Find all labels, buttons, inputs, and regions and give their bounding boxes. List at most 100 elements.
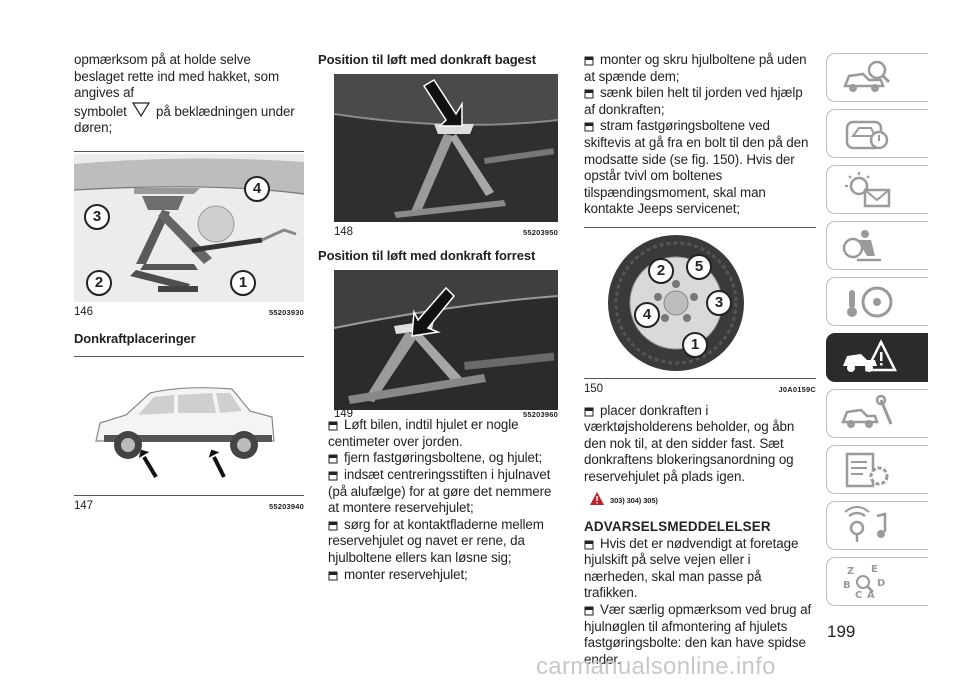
dashboard-warning-icon — [845, 120, 889, 150]
intro-text-2: symbolet på beklædningen under døren; — [74, 102, 295, 136]
tab-lights[interactable] — [826, 165, 928, 214]
figure-code: 55203940 — [269, 501, 304, 511]
figure-code: 55203960 — [523, 409, 558, 419]
intro-text: opmærksom på at holde selve beslaget ret… — [74, 52, 280, 101]
list-item: sørg for at kontaktfladerne mellem reser… — [328, 516, 544, 565]
callout-1: 1 — [230, 269, 256, 296]
watermark: carmanualsonline.info — [536, 653, 776, 680]
figure-rule — [584, 226, 816, 228]
list-item: stram fastgøringsboltene ved skiftevis a… — [584, 118, 809, 217]
bullet-icon — [584, 606, 594, 616]
list-item: placer donkraften i værktøjsholderens be… — [584, 402, 795, 484]
svg-text:Z: Z — [847, 566, 854, 577]
list-item: monter og skru hjulboltene på uden at sp… — [584, 52, 807, 84]
list-item: Løft bilen, indtil hjulet er nogle centi… — [328, 417, 519, 449]
callout-4: 4 — [244, 175, 270, 202]
svg-text:A: A — [867, 590, 875, 601]
figure-147-caption: 147 55203940 — [74, 498, 304, 516]
callout-4: 4 — [634, 301, 660, 328]
figure-rule — [74, 494, 304, 496]
figure-150-caption: 150 J0A0159C — [584, 381, 816, 399]
tab-safety[interactable] — [826, 221, 928, 270]
figure-146-jack-illustration: 4 3 2 1 — [74, 153, 304, 302]
multimedia-icon — [844, 506, 887, 542]
figure-147-car-side — [74, 358, 304, 495]
bullet-icon — [328, 521, 338, 531]
subhead-rear-lift: Position til løft med donkraft bagest — [318, 52, 537, 67]
figure-code: 55203950 — [523, 228, 558, 237]
svg-text:E: E — [871, 564, 878, 575]
list-item: indsæt centreringsstiften i hjulnavet (p… — [328, 466, 552, 516]
figure-code: J0A0159C — [778, 384, 816, 394]
bullet-icon — [584, 407, 594, 417]
figure-rule — [74, 355, 304, 357]
list-item: sænk bilen helt til jorden ved hjælp af … — [584, 85, 803, 117]
car-maintenance-icon — [841, 394, 893, 428]
bullet-icon — [584, 122, 594, 132]
bullet-list-procedure: Løft bilen, indtil hjulet er nogle centi… — [328, 417, 558, 583]
bullet-icon — [328, 471, 338, 481]
figure-148-rear-jack-photo — [334, 74, 558, 222]
figure-number: 150 — [584, 382, 603, 395]
figure-number: 147 — [74, 499, 93, 512]
figure-150-wheel-bolt-order: 2 5 3 4 1 — [584, 227, 816, 378]
figure-149-front-jack-photo — [334, 269, 558, 410]
tab-dashboard[interactable] — [826, 109, 928, 158]
section-title-warnings: ADVARSELSMEDDELELSER — [584, 519, 771, 535]
callout-2: 2 — [86, 269, 112, 296]
warning-refs-text: 303) 304) 305) — [610, 496, 658, 505]
car-info-icon — [843, 60, 891, 92]
bullet-icon — [584, 56, 594, 66]
tab-maintenance[interactable] — [826, 389, 928, 438]
tab-starting-driving[interactable] — [826, 277, 928, 326]
subhead-jack-positions: Donkraftplaceringer — [74, 330, 196, 346]
list-item: fjern fastgøringsboltene, og hjulet; — [328, 450, 558, 467]
bullet-icon — [584, 89, 594, 99]
airbag-safety-icon — [842, 230, 881, 262]
tab-multimedia[interactable] — [826, 501, 928, 550]
tab-car-info[interactable] — [826, 53, 928, 102]
figure-number: 146 — [74, 305, 93, 318]
callout-3: 3 — [84, 203, 110, 230]
bullet-icon — [584, 540, 594, 550]
emergency-car-icon — [843, 339, 897, 372]
svg-text:D: D — [877, 578, 885, 589]
callout-3: 3 — [706, 289, 732, 316]
callout-2: 2 — [648, 257, 674, 284]
column-middle: Position til løft med donkraft bagest 14… — [318, 52, 558, 583]
figure-rule — [74, 150, 304, 152]
figure-number: 149 — [334, 407, 353, 420]
triangle-symbol-icon — [130, 102, 152, 117]
warning-references: 303) 304) 305) — [590, 491, 816, 512]
figure-rule — [584, 377, 816, 379]
tab-emergencies[interactable] — [826, 333, 928, 382]
figure-146-caption: 146 55203930 — [74, 304, 304, 322]
subhead-front-lift: Position til løft med donkraft forrest — [318, 247, 536, 263]
page-number: 199 — [827, 622, 856, 641]
bullet-icon — [328, 571, 338, 581]
steering-key-icon — [847, 286, 893, 318]
list-item: monter reservehjulet; — [328, 567, 558, 584]
callout-1: 1 — [682, 331, 708, 358]
figure-149-caption: 149 55203960 — [334, 406, 558, 424]
bullet-icon — [328, 421, 338, 431]
column-left: opmærksom på at holde selve beslaget ret… — [74, 52, 304, 515]
bullet-list-top: monter og skru hjulboltene på uden at sp… — [584, 52, 816, 218]
figure-number: 148 — [334, 226, 353, 238]
svg-text:B: B — [843, 580, 851, 591]
list-item: Hvis det er nødvendigt at foretage hjuls… — [584, 535, 799, 601]
figure-code: 55203930 — [269, 307, 304, 317]
bullet-icon — [328, 454, 338, 464]
svg-text:C: C — [855, 590, 862, 601]
callout-5: 5 — [686, 253, 712, 280]
warning-triangle-icon — [590, 491, 604, 512]
bullet-list-warnings: Hvis det er nødvendigt at foretage hjuls… — [584, 536, 816, 669]
tab-technical-data[interactable] — [826, 445, 928, 494]
column-right: monter og skru hjulboltene på uden at sp… — [584, 52, 816, 668]
figure-148-caption: 148 55203950 — [334, 224, 558, 242]
list-item: Vær særlig opmærksom ved brug af hjulnøg… — [584, 602, 812, 667]
technical-data-icon — [845, 452, 889, 488]
